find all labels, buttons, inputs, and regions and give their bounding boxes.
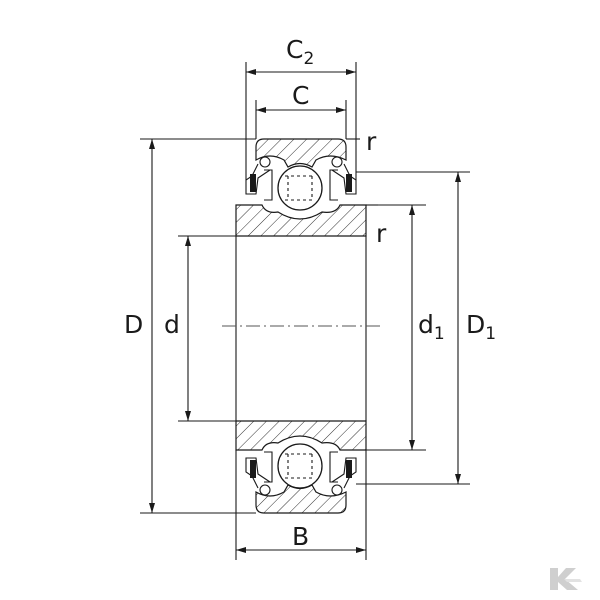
- inner-ring-bottom: [235, 420, 367, 451]
- seal-right-bottom: [329, 451, 357, 496]
- label-d: d: [164, 310, 180, 339]
- label-r-top: r: [366, 127, 377, 156]
- kverneland-k-logo-icon: [550, 568, 582, 590]
- dimension-lines: [149, 69, 461, 553]
- bearing-bottom-section: [235, 420, 367, 514]
- label-D: D: [124, 310, 143, 339]
- label-d1: d1: [418, 310, 445, 344]
- radius-leaders: [346, 138, 378, 206]
- extension-lines: [140, 62, 470, 560]
- label-B: B: [292, 522, 309, 551]
- seal-right-top: [329, 156, 357, 201]
- label-r-mid: r: [376, 219, 387, 248]
- outer-ring-top: [255, 138, 347, 168]
- label-C2: C2: [286, 35, 314, 69]
- seal-left-top: [245, 156, 273, 201]
- ball-bottom: [277, 443, 323, 489]
- bearing-top-section: [235, 138, 367, 237]
- outer-ring-bottom: [255, 484, 347, 514]
- label-D1: D1: [466, 310, 496, 344]
- label-C: C: [292, 81, 309, 110]
- seal-left-bottom: [245, 451, 273, 496]
- ball-top: [277, 165, 323, 211]
- inner-ring-top: [235, 204, 367, 237]
- bore-outline: [235, 236, 367, 421]
